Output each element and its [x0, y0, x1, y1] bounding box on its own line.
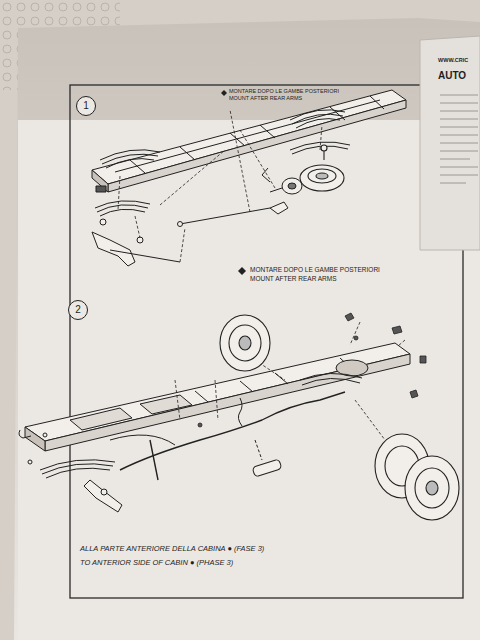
step1-chassis: [92, 90, 406, 192]
assembly-note: MONTARE DOPO LE GAMBE POSTERIORI: [250, 266, 380, 273]
sheet-heading: AUTO: [438, 70, 466, 81]
step2-front-axle: [19, 430, 122, 512]
step2-small-parts: [198, 313, 426, 427]
second-sheet-text: [440, 95, 478, 183]
assembly-note: MONTARE DOPO LE GAMBE POSTERIORI: [229, 88, 339, 94]
sheet-body: [18, 120, 480, 640]
step-number: 2: [75, 305, 81, 315]
step1-assembly-lines: [118, 110, 322, 262]
second-sheet: [420, 36, 480, 250]
step1-front-axle: [92, 219, 180, 266]
step1-wheel: [300, 145, 344, 191]
step2-wheels: [220, 315, 459, 520]
step2-assembly-lines: [175, 322, 405, 440]
assembly-note: MOUNT AFTER REAR ARMS: [250, 275, 337, 282]
sheet: [14, 18, 480, 640]
diamond-mark: [238, 267, 246, 275]
step2-exhaust: [120, 392, 345, 480]
step1-steering-rod: [178, 202, 289, 227]
step-number: 1: [83, 101, 89, 111]
step2-muffler: [238, 398, 281, 477]
step1-leaf-springs: [95, 110, 350, 216]
step2-front-spring: [40, 435, 175, 478]
assembly-note: MOUNT AFTER REAR ARMS: [229, 95, 302, 101]
step-number-circle: 2: [68, 300, 88, 320]
web-address: WWW.CRIC: [438, 57, 468, 63]
step-number-circle: 1: [76, 96, 96, 116]
frame-border: [70, 85, 463, 598]
phase-note: ALLA PARTE ANTERIORE DELLA CABINA ● (FAS…: [80, 545, 264, 553]
diamond-mark: [221, 90, 227, 96]
phase-note: TO ANTERIOR SIDE OF CABIN ● (PHASE 3): [80, 559, 233, 567]
